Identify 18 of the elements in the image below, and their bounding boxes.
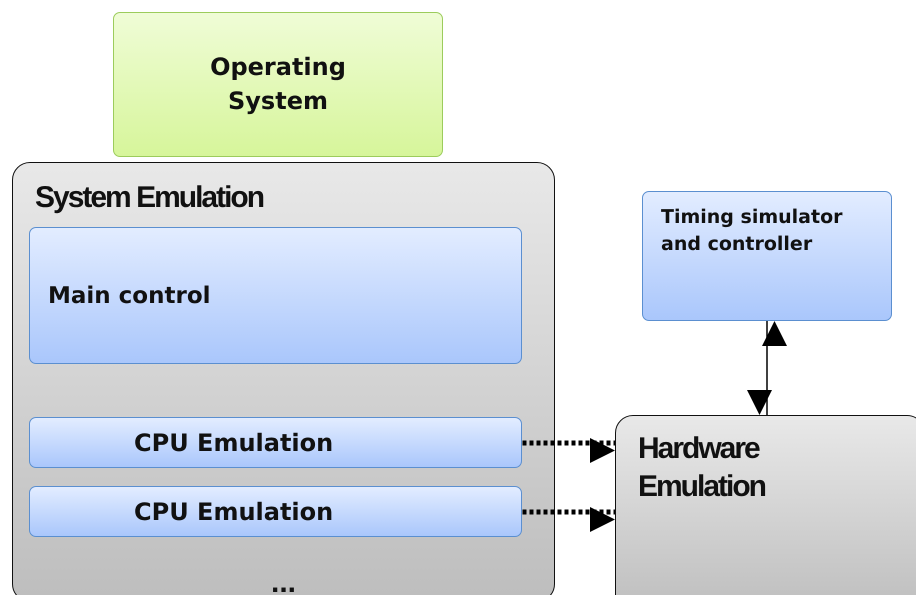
box-label: CPU Emulation	[134, 428, 334, 456]
box-label: Timing simulator and controller	[661, 205, 844, 257]
arrow	[522, 438, 615, 463]
process-box	[29, 417, 522, 468]
box-label: System Emulation	[35, 180, 264, 216]
process-box	[29, 486, 522, 537]
box-label: Hardware Emulation	[638, 431, 766, 504]
box-label: CPU Emulation	[134, 498, 334, 526]
box-label: Main control	[48, 282, 212, 308]
box-label: Operating System	[209, 52, 347, 116]
ellipsis-text: ...	[271, 568, 296, 595]
arrow	[522, 507, 615, 532]
process-box	[642, 191, 892, 321]
arrow	[747, 321, 787, 415]
group-box	[12, 162, 555, 595]
os-box	[113, 12, 443, 157]
process-box	[615, 415, 916, 595]
process-box	[29, 227, 522, 364]
